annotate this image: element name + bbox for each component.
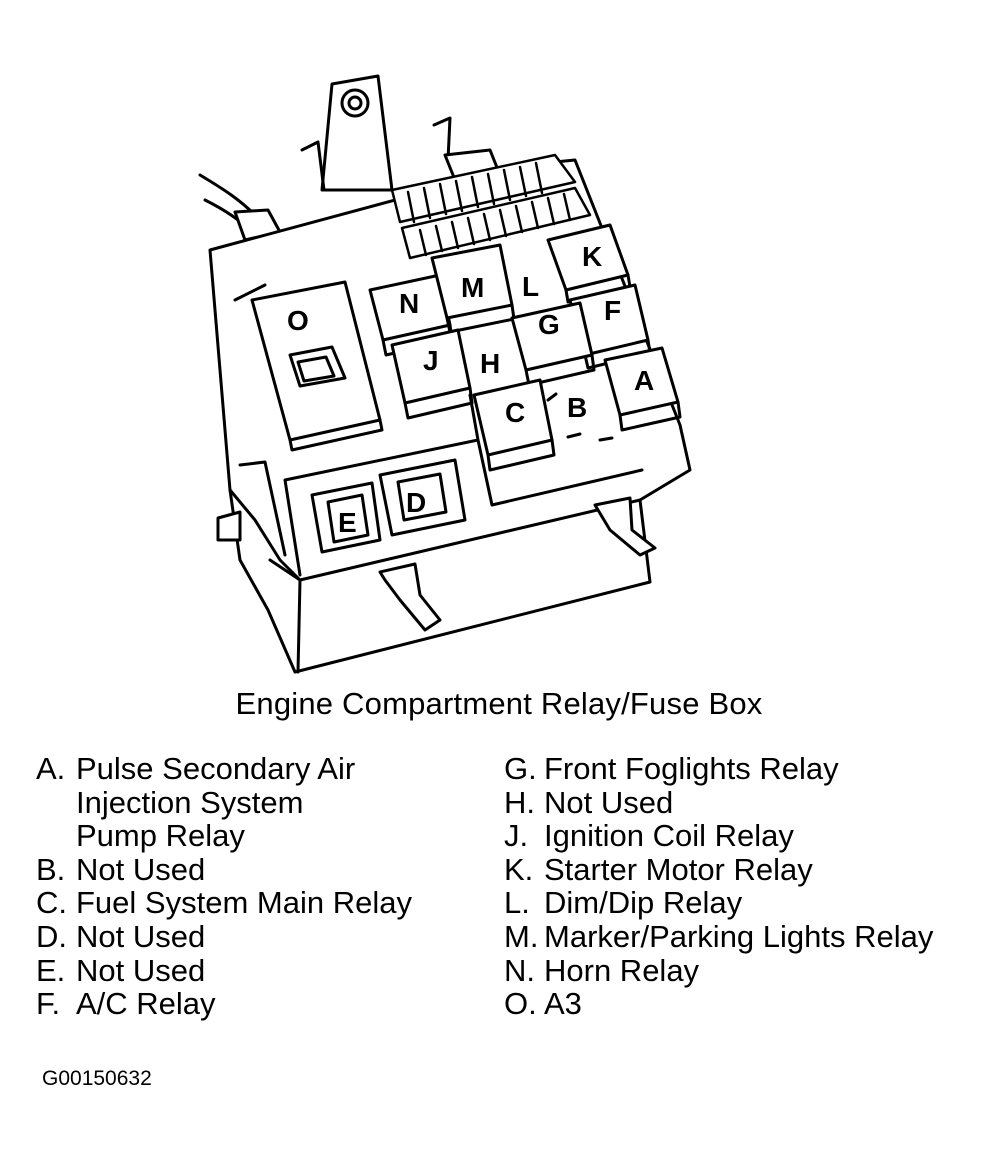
label-f: F (604, 295, 621, 326)
figure-id: G00150632 (42, 1067, 152, 1090)
legend-description: Pulse Secondary Air Injection System Pum… (76, 751, 356, 854)
legend-key: J. (504, 818, 529, 854)
legend-description: Starter Motor Relay (544, 851, 813, 887)
legend-description: Not Used (76, 952, 206, 988)
legend-description: A3 (544, 986, 582, 1022)
legend-item: H.Not Used (504, 784, 984, 820)
label-l: L (522, 271, 539, 302)
legend-key: D. (36, 918, 67, 954)
legend-key: C. (36, 885, 67, 921)
legend-description: Ignition Coil Relay (544, 818, 794, 854)
legend-key: G. (504, 751, 537, 786)
fuse-rows (390, 153, 592, 260)
relay-e (310, 481, 382, 554)
legend-item: D.Not Used (36, 920, 476, 954)
legend-key: E. (36, 952, 66, 988)
legend-item: B. Not Used (36, 853, 476, 887)
legend-key: K. (504, 851, 534, 887)
legend-description: A/C Relay (76, 986, 216, 1022)
relay-fuse-box-diagram: K L M N F G O J H A B C D E (198, 74, 692, 674)
legend-key: L. (504, 885, 530, 921)
diagram-labels: K L M N F G O J H A B C D E (287, 241, 654, 538)
mounting-bracket (300, 74, 502, 192)
legend-item: G.Front Foglights Relay (504, 752, 984, 786)
mounting-tab (216, 510, 242, 542)
label-b: B (567, 392, 587, 423)
legend-description: Dim/Dip Relay (544, 885, 743, 921)
legend-key: B. (36, 851, 66, 887)
legend-left-column: A. Pulse Secondary Air Injection System P… (36, 752, 476, 1021)
legend-item: C.Fuel System Main Relay (36, 886, 476, 920)
label-e: E (338, 507, 357, 538)
legend-item: O.A3 (504, 987, 984, 1021)
label-d: D (406, 487, 426, 518)
label-n: N (399, 288, 419, 319)
label-j: J (423, 345, 439, 376)
relay-j (390, 328, 474, 420)
legend-key: N. (504, 952, 535, 988)
legend-description: Not Used (76, 851, 206, 887)
relay-m (430, 243, 516, 334)
legend-key: M. (504, 918, 539, 954)
figure-caption: Engine Compartment Relay/Fuse Box (235, 686, 763, 721)
label-k: K (582, 241, 602, 272)
label-a: A (634, 365, 654, 396)
label-o: O (287, 305, 309, 336)
legend-key: H. (504, 784, 535, 820)
label-c: C (505, 397, 525, 428)
legend-description: Fuel System Main Relay (76, 885, 412, 921)
legend-item: N.Horn Relay (504, 952, 984, 988)
legend-key: O. (504, 986, 537, 1022)
legend-description: Horn Relay (544, 952, 700, 988)
legend-description: Not Used (76, 918, 206, 954)
legend-item: A. Pulse Secondary Air Injection System P… (36, 752, 476, 853)
relay-c (472, 378, 556, 472)
label-g: G (538, 309, 560, 340)
legend-description: Front Foglights Relay (544, 751, 839, 786)
mounting-tab (378, 562, 442, 632)
legend-item: L. Dim/Dip Relay (504, 886, 984, 920)
label-m: M (461, 272, 484, 303)
legend-description: Not Used (544, 784, 674, 820)
legend-item: F. A/C Relay (36, 987, 476, 1021)
label-h: H (480, 348, 500, 379)
legend-item: E. Not Used (36, 952, 476, 988)
mounting-tab (593, 496, 657, 557)
relay-g (510, 301, 596, 387)
legend-item: K. Starter Motor Relay (504, 853, 984, 887)
relay-a (603, 346, 682, 432)
legend-description: Marker/Parking Lights Relay (544, 918, 934, 954)
legend-item: M.Marker/Parking Lights Relay (504, 920, 984, 954)
relay-o (250, 280, 384, 452)
relay-d (378, 458, 467, 537)
legend-item: J. Ignition Coil Relay (504, 819, 984, 853)
legend-key: F. (36, 986, 61, 1022)
legend-key: A. (36, 751, 66, 786)
